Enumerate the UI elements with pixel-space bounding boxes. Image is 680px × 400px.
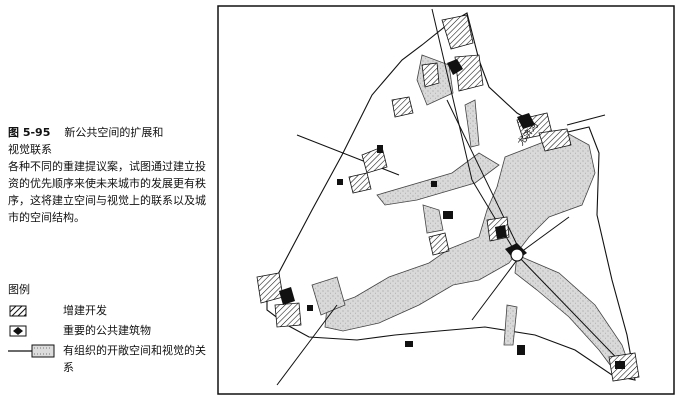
figure-title-line1: 新公共空间的扩展和 [64,126,164,139]
city-plan-map: 尤济河 [217,5,675,395]
figure-number: 图 5-95 [8,126,51,139]
legend-label-development: 增建开发 [63,304,107,317]
city-wall-outline [266,12,636,381]
figure-caption: 图 5-95 新公共空间的扩展和 视觉联系 各种不同的重建提议案，试图通过建立投资… [8,124,216,226]
legend-heading: 图例 [8,283,30,296]
legend-item-development: 增建开发 [8,301,216,321]
new-developments [256,14,640,382]
open-space-axis-icon [8,344,55,358]
legend-label-public-building: 重要的公共建筑物 [63,324,151,337]
legend-label-open-space: 有组织的开敞空间和视觉的关系 [63,344,206,374]
legend-item-public-building: 重要的公共建筑物 [8,321,216,341]
hatched-block-icon [9,305,27,317]
public-building-icon [9,325,27,337]
legend-item-open-space: 有组织的开敞空间和视觉的关系 [8,341,216,377]
legend: 图例 增建开发 重要的公共建筑物 [8,281,216,377]
legend-heading-row: 图例 [8,281,216,301]
city-plan-drawing [217,5,675,395]
caption-heading: 图 5-95 新公共空间的扩展和 [8,124,216,141]
figure-title-line2: 视觉联系 [8,143,52,156]
figure-description: 各种不同的重建提议案，试图通过建立投资的优先顺序来使未来城市的发展更有秩序，这将… [8,160,206,224]
plaza-marker [510,248,524,262]
